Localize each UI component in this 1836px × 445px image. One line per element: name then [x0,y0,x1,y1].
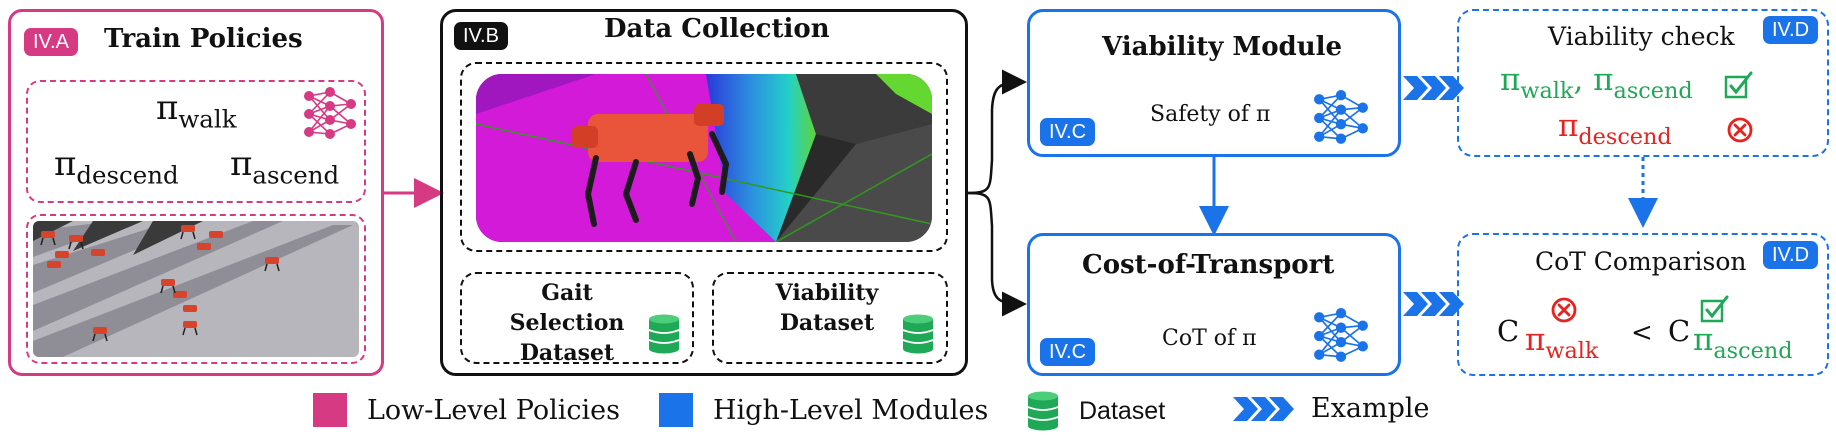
dataset-icon [1027,391,1059,431]
dataset-icon [648,314,680,354]
example-chevrons-top [1403,76,1464,100]
viability-check-title: Viability check [1548,22,1735,51]
chevrons-icon [1233,396,1294,421]
pi-walk-ascend-viable: πwalk, πascend [1500,62,1693,104]
cost-of-transport-title: Cost-of-Transport [1082,250,1335,280]
cross-icon [1727,117,1753,143]
arrow-collection-to-modules [967,69,1027,195]
cost-symbol-walk: C [1497,314,1520,348]
cot-comparison-box [1457,233,1829,376]
data-collection-panel [440,9,968,376]
legend-example: Example [1231,393,1430,424]
tag-iv-c: IV.C [1040,118,1096,146]
legend-low-level: Low-Level Policies [313,393,620,427]
less-than-sign: < [1631,318,1653,348]
tag-iv-d: IV.D [1763,241,1819,269]
tag-iv-d: IV.D [1763,16,1819,44]
tag-iv-a: IV.A [24,28,78,56]
pi-ascend: πascend [230,144,340,190]
safety-caption: Safety of π [1150,102,1271,127]
legend-dataset: Dataset [1027,390,1165,432]
viability-module-title: Viability Module [1102,32,1343,62]
tag-iv-b: IV.B [454,22,508,50]
viability-module-box [1027,9,1401,157]
legend-swatch-pink [313,393,347,427]
dataset-icon [902,314,934,354]
neural-network-icon [1314,308,1368,362]
tag-iv-c: IV.C [1040,338,1096,366]
rviz-elevation-map-image [476,74,932,242]
policies-box [26,80,366,203]
train-policies-title: Train Policies [104,24,303,54]
viability-dataset-box [712,272,948,364]
example-chevrons-bottom [1403,292,1464,316]
legend-high-level: High-Level Modules [659,393,988,427]
gait-selection-dataset-box [460,272,694,364]
cost-of-transport-box [1027,233,1401,376]
data-collection-title: Data Collection [604,14,830,44]
pi-walk-cost: πwalk [1525,322,1599,364]
neural-network-icon [1314,90,1368,144]
checkmark-icon [1724,71,1753,99]
cost-symbol-ascend: C [1668,314,1691,348]
checkmark-icon [1700,295,1729,323]
cross-icon [1551,297,1577,323]
viability-check-box [1457,9,1829,157]
pi-ascend-cost: πascend [1693,322,1793,364]
legend-swatch-blue [659,393,693,427]
pi-descend: πdescend [54,144,179,190]
cot-comparison-title: CoT Comparison [1535,247,1747,276]
pi-descend-not-viable: πdescend [1558,108,1672,150]
pi-walk: πwalk [156,88,237,134]
simulation-image [33,221,359,357]
neural-network-icon [304,87,356,139]
simulation-box [26,214,366,364]
rviz-box [460,62,948,252]
cot-caption: CoT of π [1162,326,1257,351]
train-policies-panel [8,9,384,376]
